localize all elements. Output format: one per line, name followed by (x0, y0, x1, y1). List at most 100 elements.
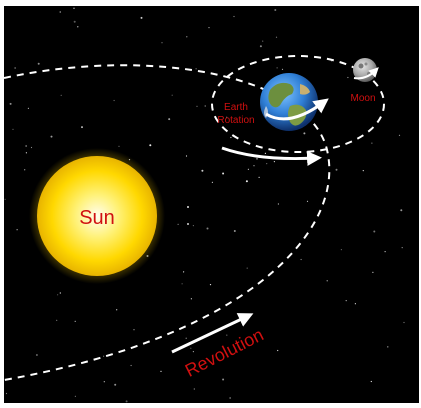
star (275, 36, 278, 38)
star (398, 134, 401, 136)
star (14, 67, 16, 69)
earth-orbit-path (3, 64, 331, 381)
star (125, 400, 128, 403)
star (222, 172, 225, 175)
star (73, 20, 76, 23)
star (230, 136, 232, 139)
star (335, 168, 338, 171)
star (226, 334, 228, 336)
star (183, 271, 185, 273)
star (161, 42, 163, 44)
star (222, 378, 225, 381)
star (340, 249, 342, 251)
star (103, 381, 105, 383)
star (59, 292, 61, 294)
star (77, 26, 79, 28)
star (246, 267, 248, 269)
revolution-arrow (171, 313, 254, 354)
star (133, 329, 135, 331)
star (274, 9, 277, 11)
star (37, 62, 40, 65)
star (12, 128, 14, 130)
star (185, 337, 187, 339)
star (201, 169, 204, 172)
star-field (4, 7, 405, 403)
star (247, 168, 249, 170)
star (73, 7, 75, 9)
star (347, 76, 349, 79)
star (208, 27, 210, 29)
star (59, 11, 61, 13)
star (211, 181, 213, 183)
star (195, 68, 197, 70)
star (168, 118, 171, 121)
star (204, 105, 206, 107)
star (57, 294, 59, 296)
star (25, 152, 27, 154)
earth-icon (260, 73, 318, 131)
star (16, 229, 18, 231)
star (192, 225, 194, 227)
star (116, 309, 118, 311)
star (74, 320, 76, 322)
star (277, 203, 279, 205)
star (113, 99, 115, 102)
star (277, 349, 279, 352)
star (187, 206, 189, 208)
star (114, 383, 117, 386)
star (187, 223, 189, 225)
star (300, 258, 302, 261)
star (60, 94, 62, 96)
star (245, 180, 248, 183)
star (74, 395, 76, 397)
star (262, 40, 264, 42)
star (149, 144, 152, 147)
star (9, 102, 12, 105)
star (192, 351, 194, 353)
star (403, 321, 405, 324)
star (345, 300, 347, 302)
sun-label: Sun (79, 207, 115, 229)
solar-system-diagram: Sun Earth Rotation Moon Revolution (3, 6, 419, 403)
star (371, 142, 373, 144)
star (266, 163, 268, 165)
star (253, 165, 255, 167)
star (384, 251, 386, 253)
star (401, 247, 403, 249)
earth-rotation-label-line2: Rotation (217, 115, 254, 126)
star (196, 105, 198, 107)
star (56, 319, 58, 321)
star (206, 227, 209, 230)
moon-label: Moon (350, 93, 375, 104)
sun-icon (29, 148, 165, 284)
star (4, 198, 6, 200)
star (303, 132, 306, 135)
star (256, 157, 258, 160)
star (306, 200, 309, 202)
star (130, 364, 132, 367)
orbit-direction-arrow-top (221, 146, 322, 166)
star (387, 346, 389, 348)
star (372, 271, 374, 273)
star (30, 146, 33, 149)
earth-rotation-label-line1: Earth (224, 102, 248, 113)
star (171, 94, 173, 96)
star (209, 284, 212, 286)
star (5, 392, 8, 395)
star (273, 161, 275, 163)
moon-motion-arrow (353, 67, 379, 80)
star (400, 209, 403, 212)
star (35, 354, 38, 356)
earth-rotation-arrow (265, 98, 329, 121)
star (233, 15, 235, 18)
star (362, 170, 364, 172)
star (259, 45, 262, 48)
moon-orbit-path (211, 55, 385, 153)
star (258, 176, 260, 178)
star (118, 145, 120, 147)
star (229, 397, 231, 399)
star (281, 68, 284, 70)
star (354, 303, 356, 305)
star (103, 355, 105, 357)
star (50, 135, 53, 138)
